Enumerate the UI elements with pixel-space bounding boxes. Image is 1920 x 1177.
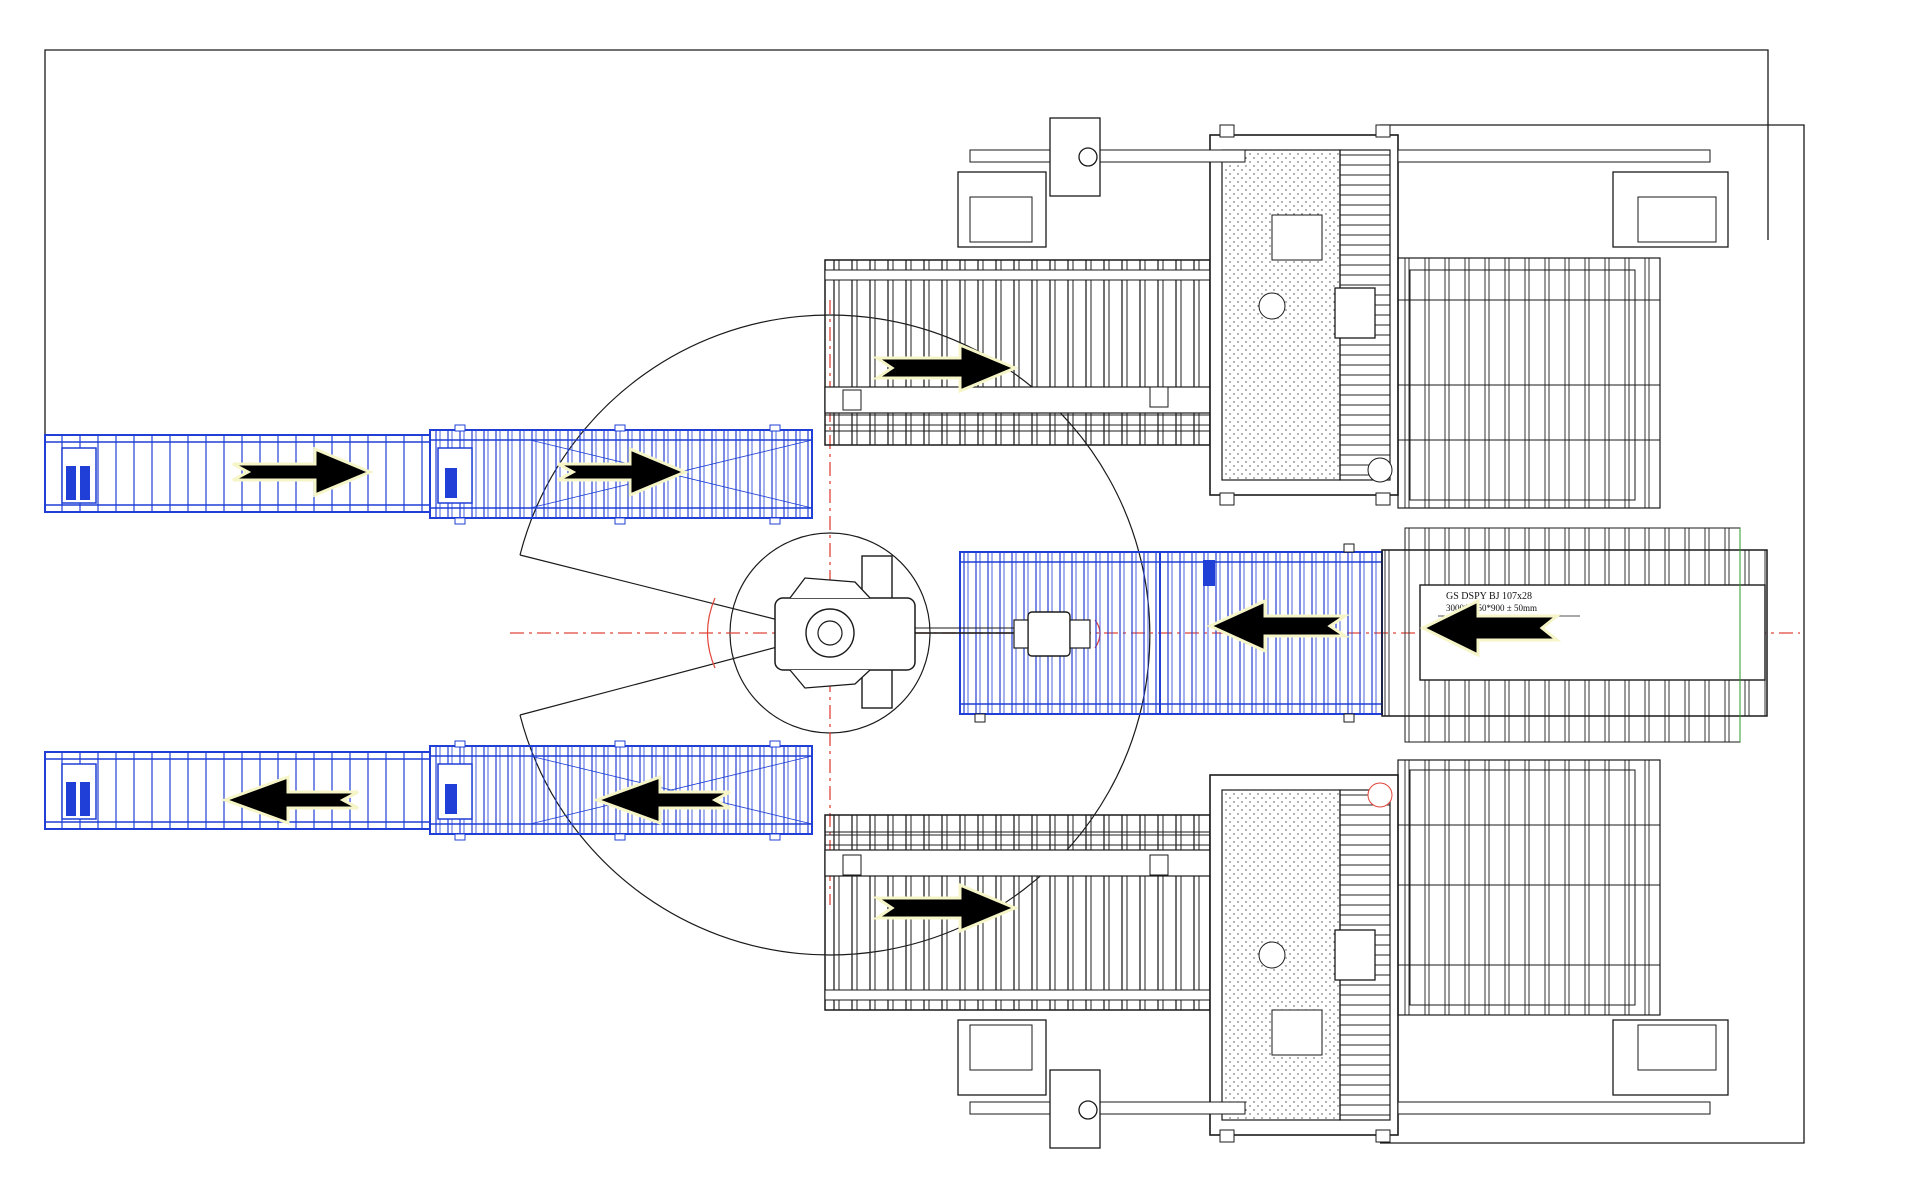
product-label-line2: 3000*1050*900 ± 50mm: [1446, 603, 1537, 613]
arrow-right-icon: [872, 342, 1019, 394]
arrow-left-icon: [1206, 598, 1350, 654]
bottom-station: [824, 759, 1729, 1149]
product-label-line1: GS DSPY BJ 107x28: [1446, 591, 1532, 602]
arrow-right-icon: [232, 446, 374, 498]
top-station: [824, 117, 1729, 509]
arrow-right-icon: [557, 446, 689, 498]
arrow-left-icon: [1419, 598, 1562, 658]
left-upper-conveyor: [44, 424, 813, 525]
arrow-left-icon: [220, 774, 359, 826]
central-robot: [774, 555, 1091, 709]
arrow-left-icon: [592, 774, 731, 826]
arrow-right-icon: [872, 882, 1019, 934]
outer-boundary: [44, 49, 1805, 1144]
flow-arrows: [220, 342, 1562, 934]
